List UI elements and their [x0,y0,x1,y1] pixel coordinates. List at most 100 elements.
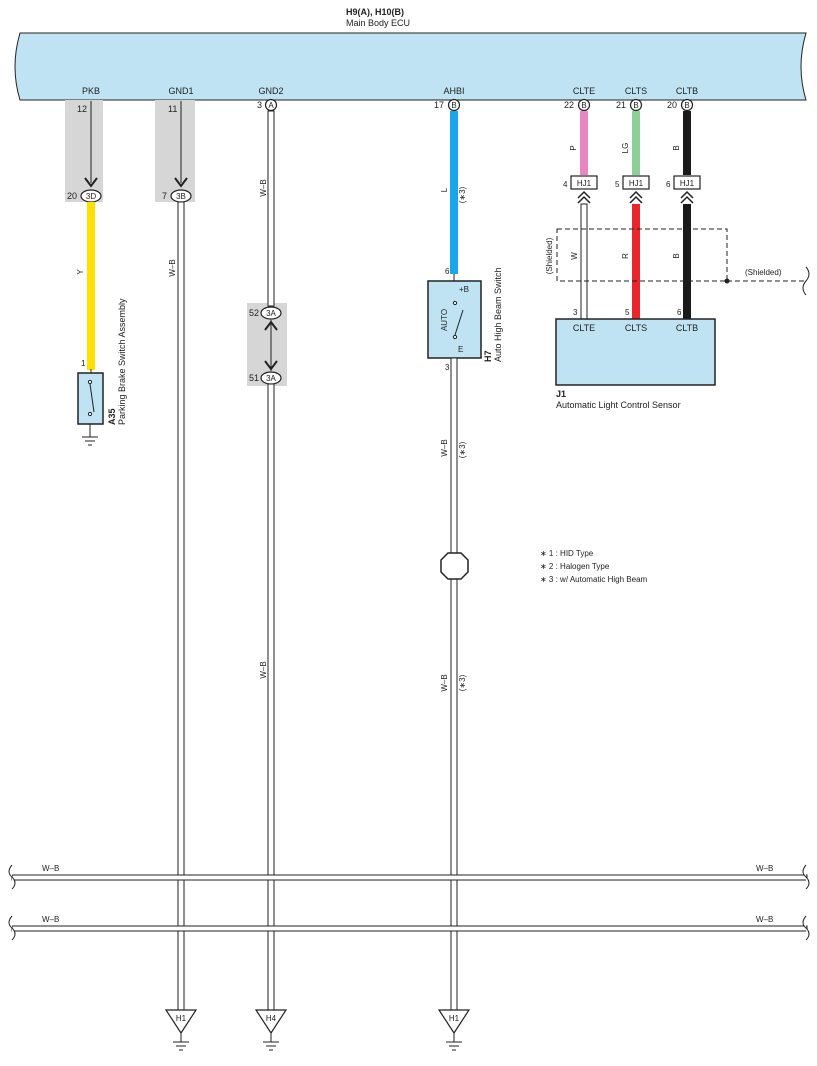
sensor-name: Automatic Light Control Sensor [556,400,681,410]
bus2-label-left: W–B [42,915,59,924]
sensor-wire-black-color: B [672,253,681,258]
shield-break-mark [802,266,810,296]
ground-label-h4: H4 [266,1014,277,1023]
gnd1-wire [177,201,185,1011]
ground-point-h1-right [437,1009,471,1051]
ahbi-wire-note: (∗3) [458,186,467,203]
pkb-pin-number: 12 [77,104,87,114]
gnd2-link-arrow-down [264,360,278,371]
gnd1-pin-number: 11 [168,104,177,114]
gnd1-junction-number: 7 [162,191,167,201]
hj1-chevron-clte [577,190,591,204]
ecu-pin-pkb: PKB [82,86,100,96]
pkb-junction-label: 3D [86,192,96,201]
hj1-chevron-clts [629,190,643,204]
parking-switch-code: A35 [107,408,117,425]
clts-wire-color: LG [621,143,630,154]
clts-connector-label: B [633,101,638,110]
ahbi-connector [447,98,461,112]
switch-output-wire-color-2: W–B [440,674,449,691]
auto-switch-blade [454,309,464,336]
ecu-subtitle: Main Body ECU [346,18,410,28]
hj1-label-clte: HJ1 [577,179,592,188]
shield-right-label: (Shielded) [745,268,782,277]
hj1-chevron-cltb [680,190,694,204]
parking-switch-ground-icon [82,436,98,446]
sensor-wire-red [632,204,640,319]
switch-output-wire-color-1: W–B [440,439,449,456]
clts-wire-lightgreen [632,111,640,175]
ahbi-connector-label: B [451,101,456,110]
gnd2-connector-label: A [268,101,274,110]
sensor-wire-black [683,204,691,319]
ground-point-h1-left [164,1009,198,1051]
hj1-label-clts: HJ1 [629,179,644,188]
auto-switch-pin-in: 6 [445,267,450,276]
ecu-pin-cltb: CLTB [676,86,698,96]
hj1-connector-cltb [673,175,701,190]
ecu-pin-clts: CLTS [625,86,647,96]
auto-high-beam-switch [427,280,482,359]
clte-connector-label: B [581,101,586,110]
ecu-pin-clte: CLTE [573,86,595,96]
ecu-pin-gnd1: GND1 [168,86,193,96]
parking-switch-blade [89,383,95,413]
cltb-wire-color: B [672,145,681,150]
ground-bus-2 [8,915,810,941]
clte-pin-number: 22 [564,100,574,110]
hj1-pin-4: 4 [563,180,568,189]
cltb-wire-black [683,111,691,175]
cltb-connector-label: B [684,101,689,110]
auto-switch-contact-top [452,300,458,306]
sensor-pin-label-cltb: CLTB [676,323,698,333]
ecu-pin-gnd2: GND2 [258,86,283,96]
bus1-label-left: W–B [42,864,59,873]
note-1: ∗ 1 : HID Type [540,549,594,558]
sensor-pin-label-clte: CLTE [573,323,595,333]
sensor-pin-5: 5 [625,308,630,317]
highlight-pkb [65,100,103,202]
ground-label-h1-left: H1 [176,1014,187,1023]
gnd1-wire-color: W–B [168,259,177,276]
auto-switch-e-label: E [458,345,463,354]
shield-left-label: (Shielded) [545,237,554,274]
clte-wire-pink [580,111,588,175]
gnd2-wire-upper [267,110,275,307]
cltb-pin-number: 20 [667,100,677,110]
splice-point [440,552,469,580]
ecu-body [14,32,807,101]
pkb-arrow [84,177,98,188]
sensor-wire-white [580,203,588,320]
hj1-pin-5: 5 [615,180,620,189]
gnd2-link-arrow-up [264,320,278,331]
bus2-label-right: W–B [756,915,773,924]
ground-bus-1 [8,864,810,890]
gnd2-junction-bottom-number: 51 [249,373,259,383]
auto-switch-name: Auto High Beam Switch [493,267,503,362]
auto-switch-code: H7 [483,350,493,362]
switch-output-wire-note-2: (∗3) [458,674,467,691]
gnd2-wire-upper-color: W–B [259,179,268,196]
shield-box [556,228,728,282]
auto-switch-mode: AUTO [440,309,449,331]
bus1-label-right: W–B [756,864,773,873]
gnd1-arrow [174,177,188,188]
ahbi-wire-color: L [440,187,449,192]
auto-switch-pin-out: 3 [445,363,450,372]
gnd2-junction-top [260,306,282,320]
switch-output-wire [450,357,458,1011]
hj1-connector-clte [570,175,598,190]
clts-connector [629,98,643,112]
automatic-light-control-sensor [555,318,716,386]
ecu-title: H9(A), H10(B) [346,7,404,17]
gnd2-wire-lower [267,383,275,1011]
shield-junction-dot [724,278,730,284]
hj1-label-cltb: HJ1 [680,179,695,188]
clte-wire-color: P [569,145,578,150]
ecu-pin-ahbi: AHBI [443,86,464,96]
gnd2-pin-number: 3 [257,100,262,110]
ahbi-wire-blue [450,111,458,274]
pkb-wire-color: Y [76,269,85,275]
pkb-wire-yellow [87,202,95,370]
